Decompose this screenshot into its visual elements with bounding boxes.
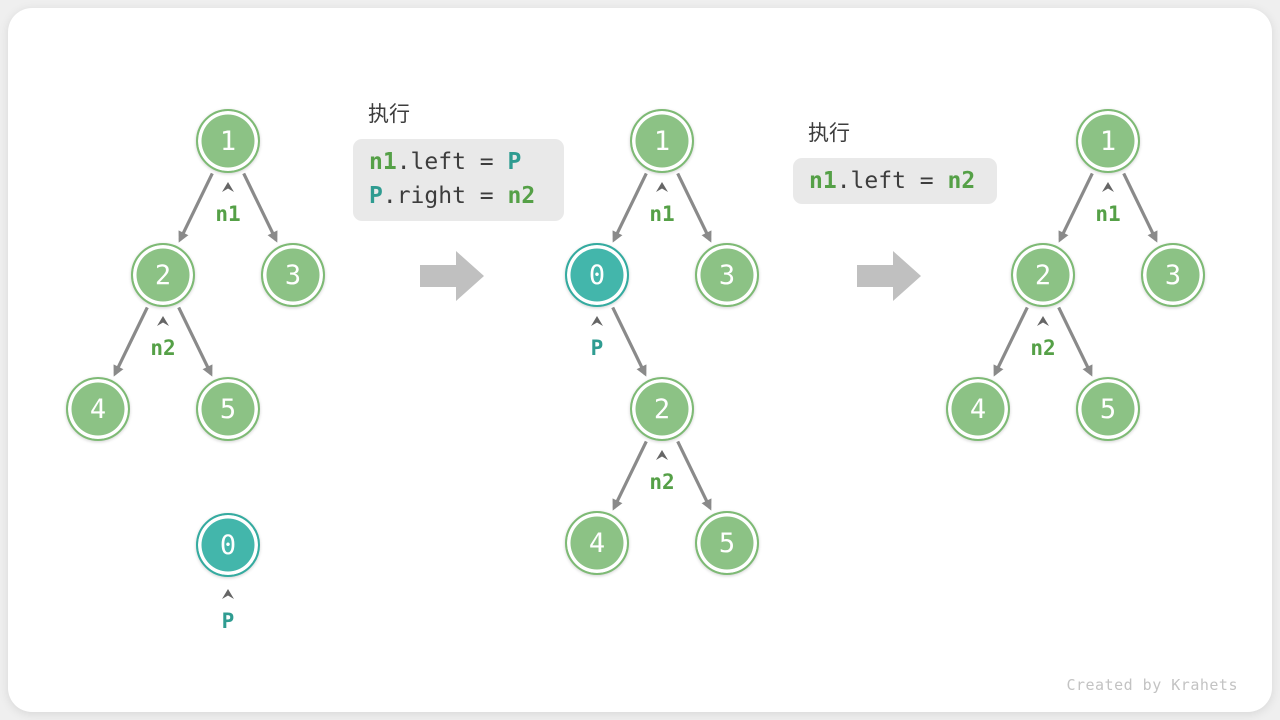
code-var-p: P [507, 149, 522, 175]
tree-node-0-detached: 0 [196, 513, 260, 577]
node-value: 3 [718, 259, 736, 291]
node-value: 5 [1099, 393, 1117, 425]
tree-node-2: 2 [131, 243, 195, 307]
node-value: 5 [718, 527, 736, 559]
pointer-label-n2: n2 [1030, 336, 1056, 360]
node-value: 4 [588, 527, 606, 559]
code-var-n2: n2 [947, 168, 976, 194]
tree-node-1: 1 [1076, 109, 1140, 173]
code-line: n1.left = n2 [809, 164, 981, 198]
node-value: 5 [219, 393, 237, 425]
exec-title: 执行 [368, 102, 410, 126]
pointer-label-n1: n1 [649, 202, 675, 226]
code-line: P.right = n2 [369, 179, 548, 213]
pointer-label-p: P [590, 336, 604, 360]
node-value: 1 [1099, 125, 1117, 157]
node-value: 1 [653, 125, 671, 157]
code-block-1: n1.left = P P.right = n2 [353, 139, 564, 221]
tree-node-4: 4 [565, 511, 629, 575]
tree-node-5: 5 [196, 377, 260, 441]
pointer-label-n2: n2 [649, 470, 675, 494]
node-value: 2 [154, 259, 172, 291]
code-block-2: n1.left = n2 [793, 158, 997, 204]
code-var-n1: n1 [809, 168, 837, 194]
node-value: 1 [219, 125, 237, 157]
canvas-card [8, 8, 1272, 712]
code-op: .left = [836, 168, 948, 194]
node-value: 3 [284, 259, 302, 291]
tree-node-1: 1 [630, 109, 694, 173]
tree-node-5: 5 [1076, 377, 1140, 441]
tree-node-5: 5 [695, 511, 759, 575]
tree-node-3: 3 [261, 243, 325, 307]
code-op: .right = [382, 183, 508, 209]
node-value: 2 [653, 393, 671, 425]
code-var-p: P [369, 183, 383, 209]
code-var-n1: n1 [369, 149, 397, 175]
pointer-label-n1: n1 [215, 202, 241, 226]
node-value: 3 [1164, 259, 1182, 291]
tree-node-2: 2 [630, 377, 694, 441]
node-value: 2 [1034, 259, 1052, 291]
credit-text: Created by Krahets [1066, 676, 1238, 694]
tree-node-4: 4 [946, 377, 1010, 441]
code-line: n1.left = P [369, 145, 548, 179]
tree-node-4: 4 [66, 377, 130, 441]
pointer-label-p: P [221, 609, 235, 633]
exec-title: 执行 [808, 121, 850, 145]
node-value: 0 [588, 259, 606, 291]
tree-node-1: 1 [196, 109, 260, 173]
tree-node-3: 3 [695, 243, 759, 307]
tree-node-2: 2 [1011, 243, 1075, 307]
node-value: 0 [219, 529, 237, 561]
tree-node-0: 0 [565, 243, 629, 307]
pointer-label-n2: n2 [150, 336, 176, 360]
pointer-label-n1: n1 [1095, 202, 1121, 226]
code-op: .left = [396, 149, 508, 175]
node-value: 4 [89, 393, 107, 425]
node-value: 4 [969, 393, 987, 425]
code-var-n2: n2 [507, 183, 536, 209]
tree-node-3: 3 [1141, 243, 1205, 307]
